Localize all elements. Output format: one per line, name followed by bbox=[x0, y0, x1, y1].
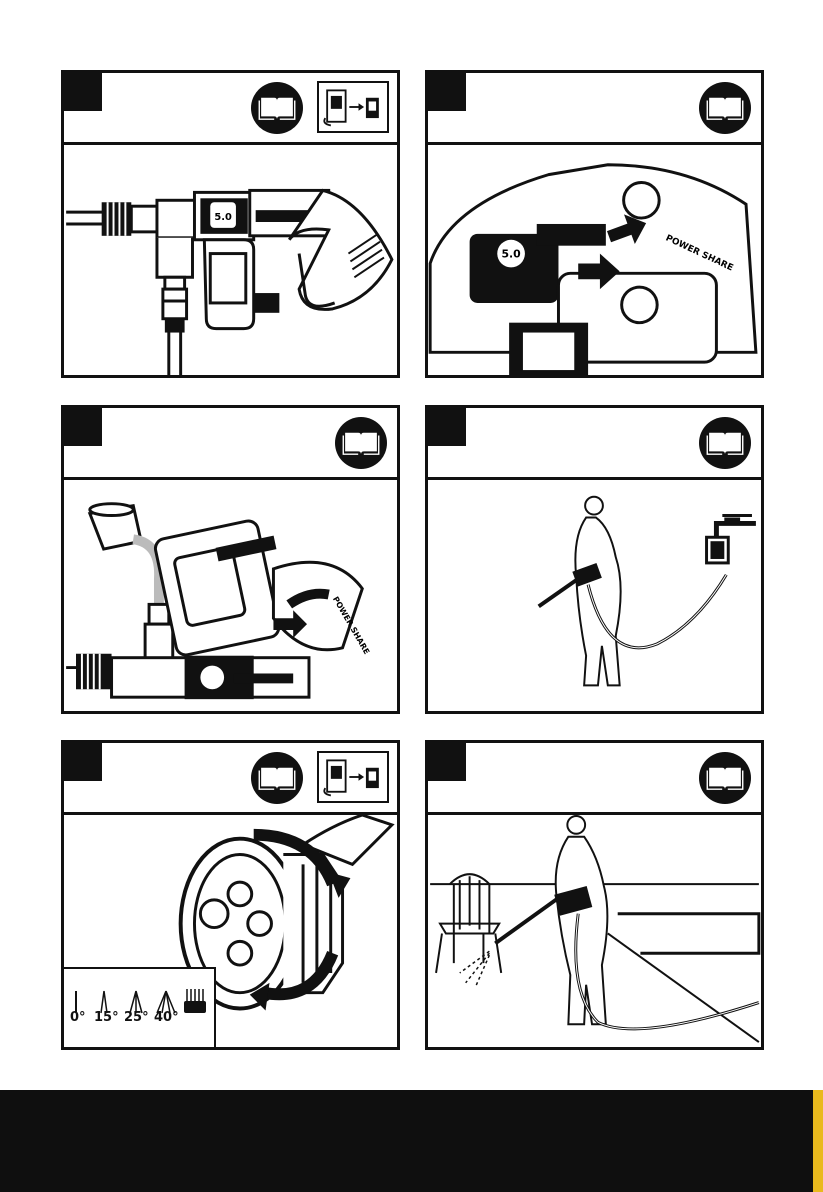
brush-icon bbox=[184, 989, 206, 1013]
battery-capacity-text: 5.0 bbox=[501, 248, 521, 261]
panel-header bbox=[428, 73, 761, 145]
callout-circle-2 bbox=[622, 287, 658, 323]
step-panel-6 bbox=[425, 740, 764, 1050]
book-icon bbox=[699, 82, 751, 134]
step-number-box bbox=[64, 408, 102, 446]
step-panel-2: 5.0 POWER SHARE bbox=[425, 70, 764, 378]
pressure-washer-hose-illustration: 5.0 bbox=[64, 145, 397, 375]
step-number-box bbox=[64, 743, 102, 781]
book-icon bbox=[251, 752, 303, 804]
panel-header bbox=[64, 743, 397, 815]
panel-header bbox=[428, 408, 761, 480]
operate-washer-illustration bbox=[428, 815, 761, 1047]
book-icon bbox=[251, 82, 303, 134]
step-number-box bbox=[428, 743, 466, 781]
garden-chair-icon bbox=[436, 874, 501, 973]
book-icon bbox=[335, 417, 387, 469]
spray-angle-legend: 0° 15° 25° 40° bbox=[64, 967, 216, 1047]
connect-tap-illustration bbox=[428, 480, 761, 711]
battery-insert-thumbnail-icon bbox=[317, 81, 389, 133]
step-panel-5: 0° 15° 25° 40° bbox=[61, 740, 400, 1050]
panel-header bbox=[428, 743, 761, 815]
footer-accent-stripe bbox=[813, 1090, 823, 1192]
book-icon bbox=[699, 752, 751, 804]
callout-circle-1 bbox=[624, 183, 660, 219]
step-number-box bbox=[428, 73, 466, 111]
step-number-box bbox=[428, 408, 466, 446]
spray-angle-0-label: 0° bbox=[70, 1010, 86, 1025]
fill-water-illustration: POWER SHARE bbox=[64, 480, 397, 711]
panel-header bbox=[64, 73, 397, 145]
panel-header bbox=[64, 408, 397, 480]
step-number-box bbox=[64, 73, 102, 111]
battery-insert-thumbnail-icon bbox=[317, 751, 389, 803]
spray-angle-25-label: 25° bbox=[124, 1010, 149, 1025]
step-panel-4 bbox=[425, 405, 764, 714]
step-panel-1: 5.0 bbox=[61, 70, 400, 378]
battery-capacity-text: 5.0 bbox=[214, 212, 232, 223]
page-footer-bar bbox=[0, 1090, 823, 1192]
book-icon bbox=[699, 417, 751, 469]
step-panel-3: POWER SHARE bbox=[61, 405, 400, 714]
battery-release-illustration: 5.0 POWER SHARE bbox=[428, 145, 761, 375]
spray-angle-40-label: 40° bbox=[154, 1010, 179, 1025]
spray-angle-15-label: 15° bbox=[94, 1010, 119, 1025]
